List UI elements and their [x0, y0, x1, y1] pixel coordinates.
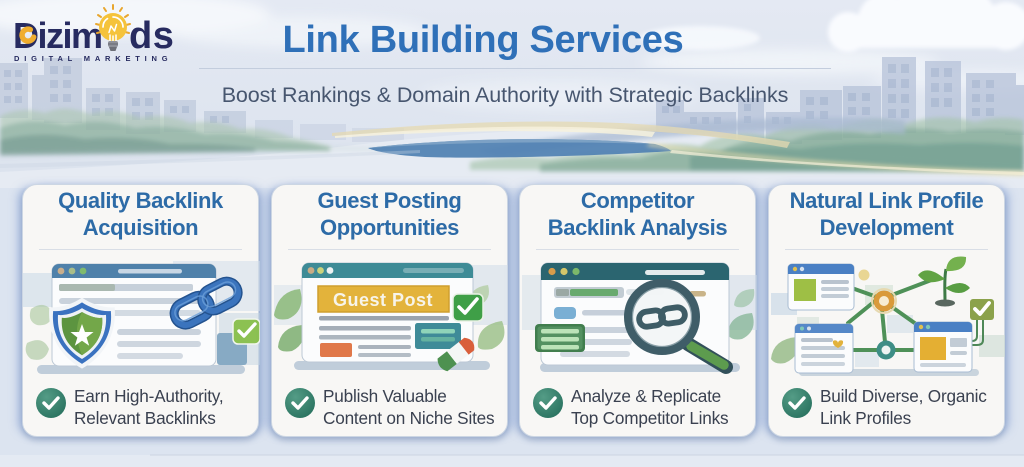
svg-text:DIGITAL MARKETING: DIGITAL MARKETING — [14, 54, 172, 63]
svg-text:ds: ds — [129, 15, 174, 57]
svg-text:Guest Post: Guest Post — [333, 290, 433, 310]
svg-text:Dizim: Dizim — [13, 15, 102, 56]
